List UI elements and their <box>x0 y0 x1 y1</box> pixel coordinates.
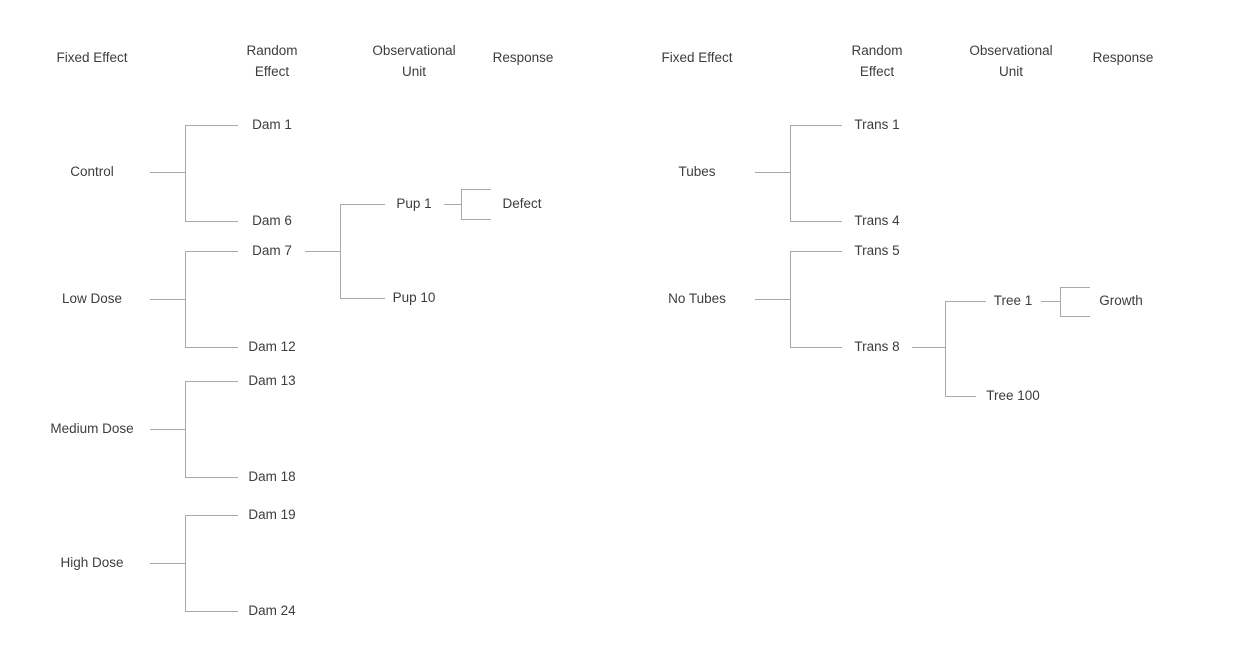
node-high-dose: High Dose <box>60 555 124 570</box>
bracket-trans-8 <box>945 301 946 396</box>
node-dam-18: Dam 18 <box>248 469 296 484</box>
left-header-observational-unit: Observational Unit <box>372 43 456 79</box>
bracket-medium-dose <box>185 381 186 477</box>
node-dam-12: Dam 12 <box>248 339 296 354</box>
node-growth: Growth <box>1099 293 1143 308</box>
stub-pup-10 <box>340 298 385 299</box>
node-dam-6: Dam 6 <box>252 213 292 228</box>
connector-medium-dose <box>150 429 185 430</box>
stub-pup-1 <box>340 204 385 205</box>
connector-tubes <box>755 172 790 173</box>
node-trans-1: Trans 1 <box>854 117 900 132</box>
bracket-no-tubes <box>790 251 791 347</box>
connector-control <box>150 172 185 173</box>
bracket-defect <box>461 189 462 219</box>
stub-dam-24 <box>185 611 238 612</box>
stub-dam-6 <box>185 221 238 222</box>
bracket-high-dose <box>185 515 186 611</box>
node-dam-1: Dam 1 <box>252 117 292 132</box>
connector-high-dose <box>150 563 185 564</box>
right-header-fixed-effect: Fixed Effect <box>661 50 733 65</box>
stub-dam-13 <box>185 381 238 382</box>
connector-trans-8 <box>912 347 945 348</box>
connector-no-tubes <box>755 299 790 300</box>
right-header-response: Response <box>1092 50 1154 65</box>
stub-dam-12 <box>185 347 238 348</box>
node-no-tubes: No Tubes <box>668 291 726 306</box>
node-tree-100: Tree 100 <box>986 388 1040 403</box>
bracket-control <box>185 125 186 221</box>
stub-dam-1 <box>185 125 238 126</box>
node-defect: Defect <box>502 196 542 211</box>
node-trans-4: Trans 4 <box>854 213 900 228</box>
bracket-low-dose <box>185 251 186 347</box>
node-pup-10: Pup 10 <box>392 290 436 305</box>
stub-trans-1 <box>790 125 842 126</box>
connector-low-dose <box>150 299 185 300</box>
left-header-response: Response <box>492 50 554 65</box>
connector-tree-1 <box>1041 301 1060 302</box>
bracket-dam-7 <box>340 204 341 298</box>
stub-trans-5 <box>790 251 842 252</box>
stub-defect-bottom <box>461 219 491 220</box>
node-tubes: Tubes <box>678 164 716 179</box>
stub-dam-7 <box>185 251 238 252</box>
stub-tree-1 <box>945 301 986 302</box>
stub-trans-8 <box>790 347 842 348</box>
left-header-random-effect: Random Effect <box>246 43 298 79</box>
node-dam-19: Dam 19 <box>248 507 296 522</box>
stub-trans-4 <box>790 221 842 222</box>
stub-growth-bottom <box>1060 316 1090 317</box>
stub-growth-top <box>1060 287 1090 288</box>
right-header-random-effect: Random Effect <box>851 43 903 79</box>
node-dam-24: Dam 24 <box>248 603 296 618</box>
stub-defect-top <box>461 189 491 190</box>
bracket-tubes <box>790 125 791 221</box>
stub-dam-18 <box>185 477 238 478</box>
node-control: Control <box>70 164 114 179</box>
node-dam-7: Dam 7 <box>252 243 292 258</box>
node-trans-8: Trans 8 <box>854 339 900 354</box>
node-dam-13: Dam 13 <box>248 373 296 388</box>
node-trans-5: Trans 5 <box>854 243 900 258</box>
stub-tree-100 <box>945 396 976 397</box>
bracket-growth <box>1060 287 1061 316</box>
left-header-fixed-effect: Fixed Effect <box>56 50 128 65</box>
connector-dam-7 <box>305 251 340 252</box>
right-header-observational-unit: Observational Unit <box>969 43 1053 79</box>
node-tree-1: Tree 1 <box>993 293 1033 308</box>
connector-pup-1 <box>444 204 461 205</box>
stub-dam-19 <box>185 515 238 516</box>
node-low-dose: Low Dose <box>61 291 123 306</box>
node-medium-dose: Medium Dose <box>50 421 134 436</box>
node-pup-1: Pup 1 <box>396 196 432 211</box>
